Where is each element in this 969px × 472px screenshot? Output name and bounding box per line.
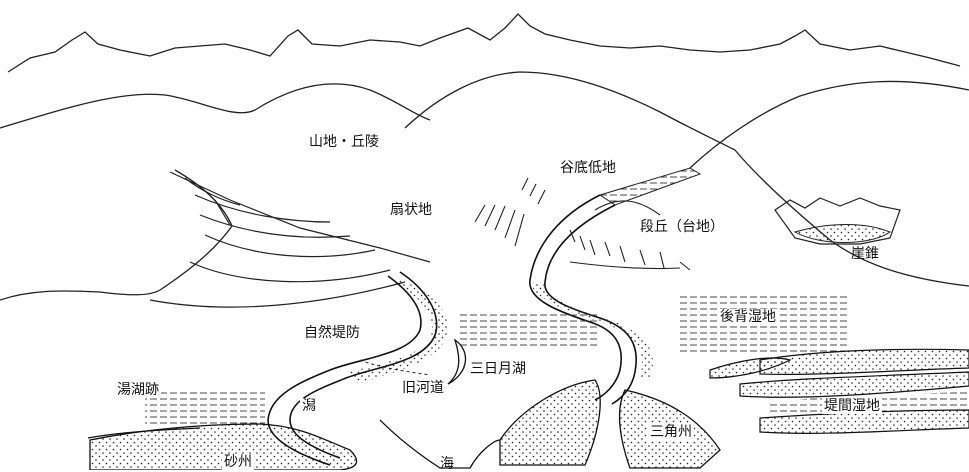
label-delta: 三角州	[648, 424, 694, 440]
sandbar-right-3	[739, 371, 969, 398]
label-alluvial-fan: 扇状地	[388, 202, 434, 218]
label-talus-cone: 崖錐	[851, 246, 879, 262]
label-oxbow-lake: 三日月湖	[468, 361, 528, 377]
lagoon-trace-marsh	[145, 390, 265, 425]
former-channel	[359, 359, 431, 376]
alluvial-fan	[149, 171, 431, 308]
label-terrace: 段丘（台地）	[638, 219, 726, 235]
terrace-scarp	[474, 177, 691, 271]
label-back-marsh: 後背湿地	[718, 309, 778, 325]
sea-inlet	[379, 419, 501, 469]
right-mountain-foot	[734, 149, 969, 287]
label-mountains: 山地・丘陵	[307, 134, 381, 150]
natural-levee-left	[350, 280, 449, 384]
label-inter-levee-marsh: 堤間湿地	[822, 398, 882, 414]
back-marsh-right	[680, 296, 850, 356]
delta-left	[499, 379, 601, 466]
label-sea: 海	[440, 456, 454, 472]
valley-bottom-plain	[598, 167, 702, 206]
label-natural-levee: 自然堤防	[302, 325, 362, 341]
sandbar-right-2	[759, 348, 969, 376]
hill-center	[404, 71, 736, 151]
label-valley-bottom: 谷底低地	[558, 160, 618, 176]
distant-ridge	[7, 13, 961, 73]
oxbow-lake	[447, 338, 467, 385]
label-sandbar: 砂州	[222, 454, 254, 470]
left-slope	[0, 169, 233, 301]
left-mountain-edge	[0, 128, 230, 300]
sandbar-right-4	[759, 409, 969, 434]
label-former-channel: 旧河道	[400, 380, 446, 396]
back-marsh-center	[460, 310, 600, 350]
natural-levee-center	[530, 282, 653, 378]
label-lagoon-trace: 湯湖跡	[115, 382, 161, 398]
talus-cone	[774, 197, 901, 245]
hill-left	[0, 83, 431, 129]
coast-line	[87, 427, 201, 439]
hill-right	[689, 80, 969, 169]
label-lagoon: 潟	[300, 398, 318, 414]
